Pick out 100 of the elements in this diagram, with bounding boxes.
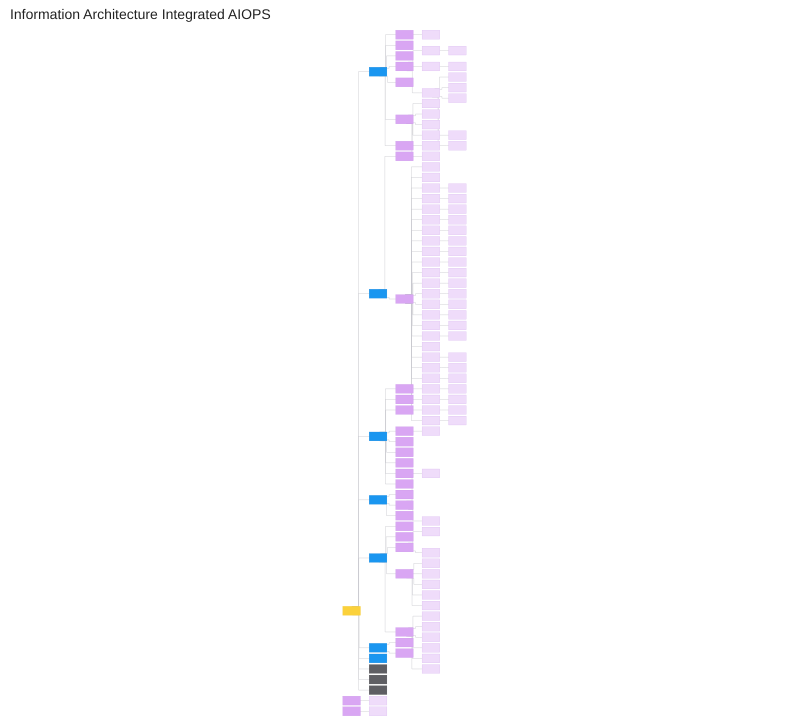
connector — [440, 240, 449, 242]
connector — [360, 700, 370, 701]
node-box — [422, 162, 440, 172]
node-box — [448, 278, 466, 288]
node-box — [422, 88, 440, 98]
node-box — [422, 632, 440, 642]
connector — [386, 297, 396, 300]
node-box — [422, 204, 440, 214]
node-box — [422, 612, 440, 621]
node-box — [448, 257, 466, 267]
node-box — [448, 194, 466, 204]
node-box — [448, 94, 466, 103]
node-box — [422, 548, 440, 558]
connector — [360, 711, 370, 712]
node-box — [396, 30, 414, 40]
connector — [386, 430, 396, 434]
connector — [413, 114, 422, 116]
node-box — [448, 374, 466, 383]
node-box — [396, 448, 414, 457]
node-box — [422, 352, 440, 362]
connector — [440, 230, 449, 231]
connector — [440, 198, 449, 199]
node-box — [448, 215, 466, 224]
node-box — [448, 141, 466, 150]
node-box — [396, 479, 414, 489]
node-box — [396, 511, 414, 520]
node-box — [448, 300, 466, 309]
node-box — [396, 51, 414, 60]
node-box — [422, 516, 440, 526]
node-box — [448, 416, 466, 426]
connector — [386, 503, 396, 506]
node-box — [422, 331, 440, 341]
node-box — [369, 432, 388, 441]
node-box — [422, 289, 440, 298]
node-box — [396, 294, 414, 304]
node-box — [396, 437, 414, 446]
node-box — [448, 384, 466, 394]
node-box — [448, 183, 466, 193]
node-box — [396, 458, 414, 468]
connector — [413, 34, 422, 35]
node-box — [422, 416, 440, 426]
node-box — [342, 606, 361, 616]
connector — [440, 208, 449, 210]
node-box — [422, 363, 440, 372]
node-box — [396, 532, 414, 542]
node-box — [342, 696, 361, 706]
diagram-title: Information Architecture Integrated AIOPS — [10, 6, 271, 22]
node-box — [422, 215, 440, 224]
node-box — [422, 394, 440, 404]
node-box — [369, 664, 388, 674]
connector — [413, 122, 422, 125]
node-box — [422, 590, 440, 600]
node-box — [396, 648, 414, 658]
node-box — [369, 706, 388, 716]
node-box — [422, 236, 440, 246]
node-box — [448, 331, 466, 341]
connector — [440, 96, 449, 98]
connector — [413, 430, 422, 432]
node-box — [422, 468, 440, 478]
node-box — [448, 405, 466, 415]
node-box — [422, 130, 440, 140]
node-box — [422, 268, 440, 278]
node-box — [369, 696, 388, 706]
node-box — [396, 522, 414, 531]
node-box — [396, 141, 414, 150]
node-box — [422, 152, 440, 161]
connector — [413, 626, 422, 629]
node-box — [396, 394, 414, 404]
connector — [386, 651, 396, 654]
node-box — [422, 342, 440, 352]
connector — [440, 304, 449, 305]
node-box — [396, 405, 414, 415]
node-box — [369, 686, 388, 695]
node-box — [448, 310, 466, 320]
node-box — [422, 558, 440, 568]
node-box — [422, 226, 440, 235]
node-box — [422, 384, 440, 394]
node-box — [448, 289, 466, 298]
node-box — [422, 141, 440, 150]
node-box — [396, 490, 414, 500]
node-box — [422, 664, 440, 674]
node-box — [369, 67, 388, 76]
node-box — [396, 426, 414, 436]
node-box — [448, 226, 466, 235]
node-box — [448, 204, 466, 214]
node-box — [422, 172, 440, 182]
node-box — [422, 194, 440, 204]
connector — [413, 294, 422, 296]
node-box — [422, 46, 440, 56]
node-box — [422, 320, 440, 330]
node-box — [422, 569, 440, 578]
node-box — [422, 109, 440, 119]
node-box — [369, 289, 388, 298]
node-box — [422, 527, 440, 536]
node-box — [448, 46, 466, 56]
connector — [386, 494, 396, 497]
node-box — [422, 257, 440, 267]
node-box — [369, 495, 388, 504]
node-box — [422, 643, 440, 652]
node-box — [396, 114, 414, 124]
